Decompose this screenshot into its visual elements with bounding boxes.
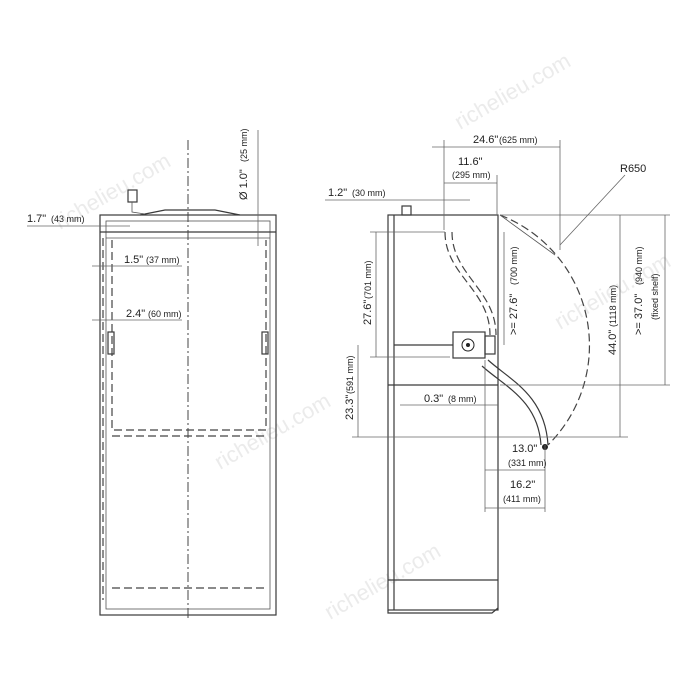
dim-reach-full-mm-label: (411 mm)	[503, 494, 541, 504]
right-arm-bracket	[261, 331, 269, 355]
dim-reach-full-label: 16.2"	[510, 479, 535, 491]
dim-upper-label: 27.6"	[362, 300, 374, 325]
watermarks: richelieu.com richelieu.com richelieu.co…	[50, 48, 675, 624]
dim-diameter-label: Ø 1.0"	[238, 169, 250, 200]
dim-reach-mm-label: (331 mm)	[508, 458, 547, 468]
watermark-text: richelieu.com	[450, 48, 575, 134]
watermark-text: richelieu.com	[210, 388, 335, 474]
dim-shelf-mm-label: (940 mm)	[634, 246, 644, 285]
swing-arc	[499, 214, 590, 446]
arm-upper-dashed	[444, 231, 491, 336]
dim-lower-mm-label: (591 mm)	[345, 355, 355, 394]
rack-frame	[111, 240, 267, 431]
arm-lower-2	[481, 365, 542, 446]
dim-lower-label: 23.3"	[344, 395, 356, 420]
arc-guide	[499, 214, 556, 256]
dim-inset-b-mm-label: (60 mm)	[148, 309, 182, 319]
side-view: R650 24.6" (625 mm) 11.6" (295 mm) 1.2" …	[325, 134, 670, 614]
side-cabinet-outline	[387, 214, 499, 611]
dim-offset-mm-label: (30 mm)	[352, 188, 386, 198]
dim-upper-mm-label: (701 mm)	[363, 260, 373, 299]
radius-label: R650	[620, 163, 646, 175]
dim-total-mm-label: (1118 mm)	[608, 285, 618, 327]
dim-upper-min-label: >= 27.6"	[508, 294, 520, 335]
dim-inset-b-label: 2.4"	[126, 308, 145, 320]
dim-shelf-note-label: (fixed shelf)	[650, 273, 660, 320]
left-arm-bracket	[107, 331, 115, 355]
lift-top-housing	[139, 209, 241, 216]
dim-total-label: 44.0"	[607, 330, 619, 355]
dim-side-width-label: 1.7"	[27, 213, 46, 225]
dim-reach-label: 13.0"	[512, 443, 537, 455]
radius-leader	[559, 174, 626, 246]
dim-pivot-mm-label: (295 mm)	[452, 170, 491, 180]
side-base	[387, 607, 499, 614]
dim-inset-a-label: 1.5"	[124, 254, 143, 266]
dim-gap-label: 0.3"	[424, 393, 443, 405]
pivot-center	[466, 343, 470, 347]
dim-pivot-label: 11.6"	[458, 156, 483, 168]
dim-inset-a-mm-label: (37 mm)	[146, 255, 180, 265]
dim-diameter-mm-label: (25 mm)	[239, 128, 249, 162]
arm-lower	[487, 359, 549, 446]
dim-gap-mm-label: (8 mm)	[448, 394, 477, 404]
dim-side-width-mm-label: (43 mm)	[51, 214, 85, 224]
dim-depth-mm-label: (625 mm)	[499, 135, 538, 145]
switch-cable	[131, 202, 146, 215]
dim-upper-min-mm-label: (700 mm)	[509, 246, 519, 285]
dim-depth-label: 24.6"	[473, 134, 498, 146]
switch-box	[127, 189, 138, 203]
dim-shelf-label: >= 37.0"	[633, 294, 645, 335]
watermark-text: richelieu.com	[320, 538, 445, 624]
dim-offset-label: 1.2"	[328, 187, 347, 199]
front-view: Ø 1.0" (25 mm) 1.7" (43 mm) 1.5" (37 mm)…	[27, 128, 277, 620]
pivot-bracket	[484, 335, 496, 355]
side-switch	[401, 205, 412, 216]
arm-upper-dashed-2	[451, 231, 497, 336]
